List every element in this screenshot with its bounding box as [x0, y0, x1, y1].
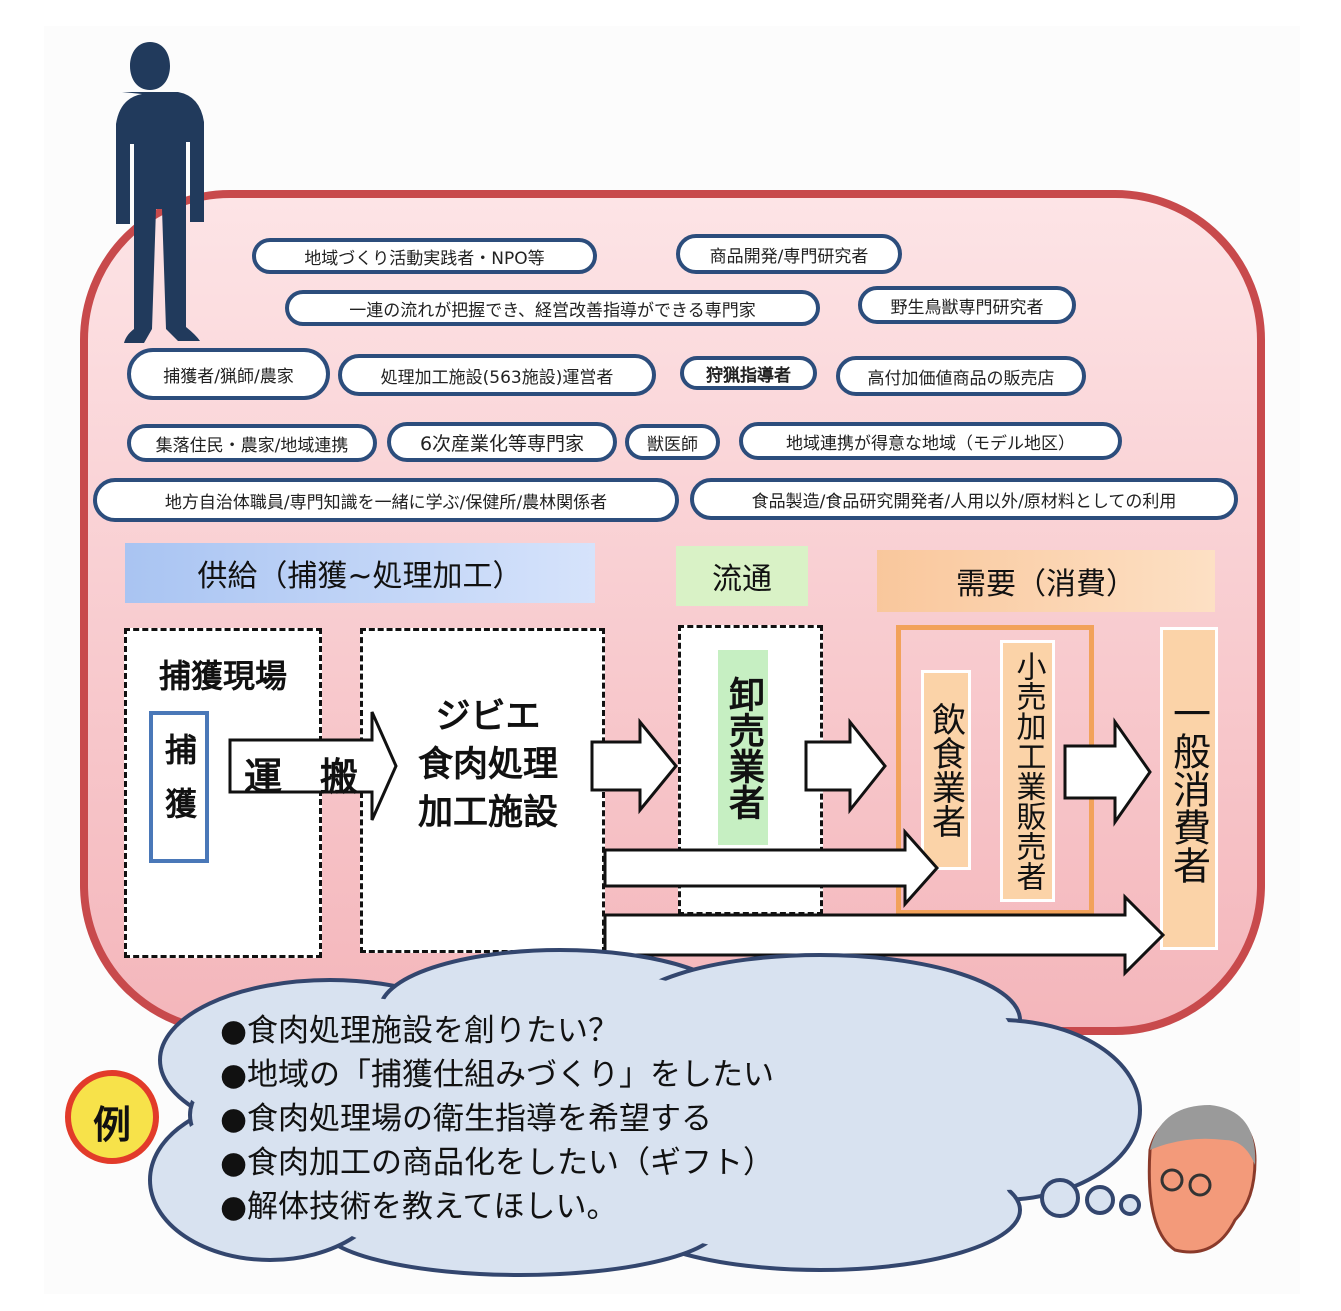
role-pill: 野生鳥獣専門研究者 [858, 286, 1076, 324]
role-pill: 一連の流れが把握でき、経営改善指導ができる専門家 [285, 290, 820, 326]
consumer-label: 一般消費者 [1160, 627, 1218, 950]
distribution-header: 流通 [676, 546, 808, 606]
example-bullet: ●食肉加工の商品化をしたい（ギフト） [220, 1145, 775, 1181]
role-pill: 獣医師 [625, 424, 720, 460]
transport-label: 運 搬 [244, 755, 359, 799]
role-pill: 地域づくり活動実践者・NPO等 [252, 238, 597, 274]
processing-line: ジビエ [435, 697, 541, 737]
capture-site-label: 捕獲現場 [158, 657, 287, 695]
capture-box: 捕獲 [149, 711, 209, 863]
role-pill: 食品製造/食品研究開発者/人用以外/原材料としての利用 [690, 478, 1238, 520]
retail-label: 小売加工業販売者 [1000, 640, 1055, 902]
supply-header: 供給（捕獲~処理加工） [125, 543, 595, 603]
role-pill: 商品開発/専門研究者 [676, 234, 902, 274]
role-pill: 狩猟指導者 [680, 356, 817, 390]
example-badge: 例 [92, 1103, 131, 1147]
example-bullet: ●食肉処理施設を創りたい？ [220, 1013, 620, 1049]
example-bullet: ●解体技術を教えてほしい。 [220, 1189, 618, 1225]
role-pill: 集落住民・農家/地域連携 [127, 424, 377, 462]
role-pill: 高付加価値商品の販売店 [836, 356, 1086, 396]
processing-line: 加工施設 [417, 793, 558, 833]
demand-header: 需要（消費） [877, 550, 1215, 612]
processing-label: ジビエ 食肉処理 加工施設 [403, 693, 573, 837]
role-pill: 地域連携が得意な地域（モデル地区） [739, 422, 1122, 460]
wholesale-label: 卸売業者 [718, 650, 768, 845]
example-bullet: ●食肉処理場の衛生指導を希望する [220, 1101, 713, 1137]
example-bullet: ●地域の「捕獲仕組みづくり」をしたい [220, 1057, 775, 1093]
role-pill: 処理加工施設(563施設)運営者 [338, 354, 656, 396]
role-pill: 6次産業化等専門家 [387, 422, 617, 462]
role-pill: 地方自治体職員/専門知識を一緒に学ぶ/保健所/農林関係者 [93, 478, 679, 522]
processing-line: 食肉処理 [417, 745, 558, 785]
role-pill: 捕獲者/猟師/農家 [127, 348, 330, 400]
